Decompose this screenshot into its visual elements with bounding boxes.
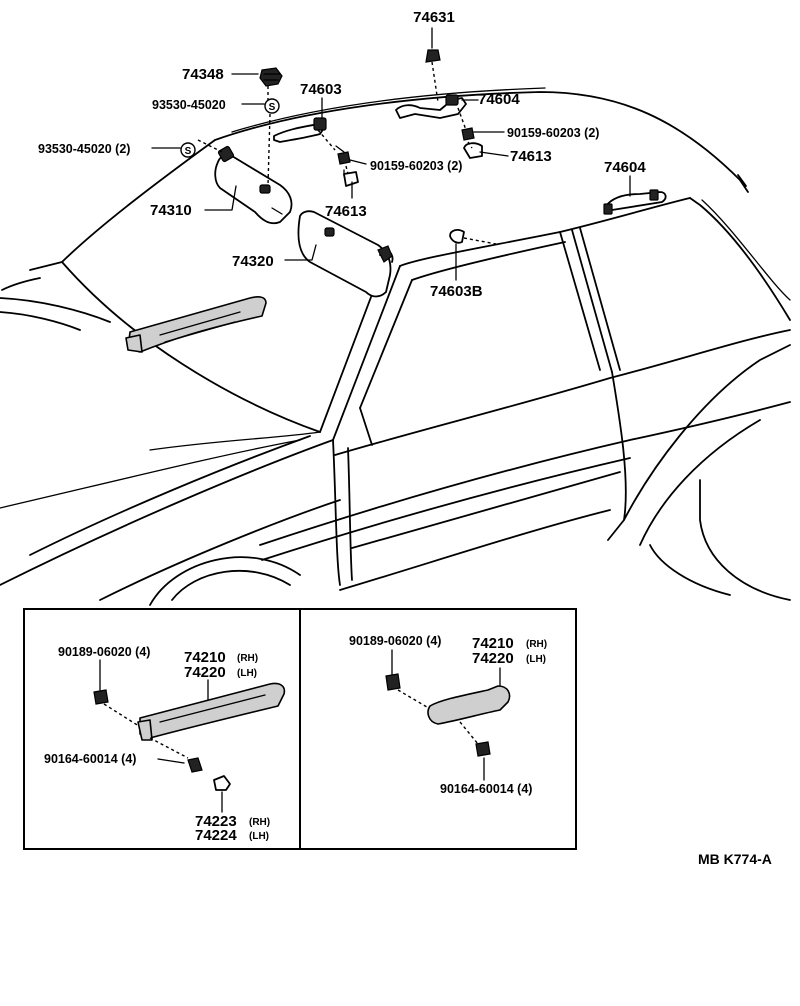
s-symbol-circle — [264, 98, 280, 114]
inset-left: 90189-06020 (4) 74210 (RH) 74220 (LH) 90… — [44, 645, 286, 844]
label-74603: 74603 — [300, 81, 342, 98]
inset-left-cover-rh-tag: (RH) — [249, 817, 270, 828]
label-74310: 74310 — [150, 202, 192, 219]
inset-frame — [23, 608, 577, 850]
inset-right: 90189-06020 (4) 74210 (RH) 74220 (LH) 90… — [349, 634, 547, 796]
inset-left-cover-lh-tag: (LH) — [249, 831, 269, 842]
leader-lines — [151, 27, 631, 281]
inset-left-screw-label: 90164-60014 (4) — [44, 752, 136, 766]
inset-left-rh-tag: (RH) — [237, 653, 258, 664]
label-74320: 74320 — [232, 253, 274, 270]
small-parts — [259, 49, 667, 244]
inset-right-part-lh: 74220 — [472, 650, 514, 667]
s-symbol-text: S — [269, 102, 276, 113]
inset-left-cover-rh: 74223 — [195, 813, 237, 830]
inset-right-lh-tag: (LH) — [526, 654, 546, 665]
label-74613-right: 74613 — [510, 148, 552, 165]
label-74604-upper: 74604 — [478, 91, 520, 108]
front-assist-grip — [125, 296, 267, 353]
label-74603b: 74603B — [430, 283, 483, 300]
sun-visor-74320 — [297, 210, 394, 298]
inset-left-part-lh: 74220 — [184, 664, 226, 681]
inset-left-part-rh: 74210 — [184, 649, 226, 666]
label-93530-45020-2: 93530-45020 (2) — [38, 142, 130, 156]
inset-right-clip-label: 90189-06020 (4) — [349, 634, 441, 648]
car-body — [0, 87, 791, 606]
label-74604-roof: 74604 — [604, 159, 646, 176]
s-symbol-circle-2 — [180, 142, 196, 158]
s-symbol-text-2: S — [185, 146, 192, 157]
inset-right-screw-label: 90164-60014 (4) — [440, 782, 532, 796]
label-74631: 74631 — [413, 9, 455, 26]
inset-right-rh-tag: (RH) — [526, 639, 547, 650]
label-90159-60203-right: 90159-60203 (2) — [507, 126, 599, 140]
diagram-code: MB K774-A — [698, 851, 772, 867]
s-symbols: S S — [180, 98, 280, 158]
callout-labels: 74631 74348 93530-45020 74603 74604 9015… — [38, 9, 646, 300]
inset-left-cover-lh: 74224 — [195, 827, 237, 844]
sun-visor-74310 — [214, 145, 293, 225]
inset-left-clip-label: 90189-06020 (4) — [58, 645, 150, 659]
label-93530-45020: 93530-45020 — [152, 98, 226, 112]
inset-right-part-rh: 74210 — [472, 635, 514, 652]
label-74348: 74348 — [182, 66, 224, 83]
label-74613-left: 74613 — [325, 203, 367, 220]
inset-left-lh-tag: (LH) — [237, 668, 257, 679]
label-90159-60203-left: 90159-60203 (2) — [370, 159, 462, 173]
